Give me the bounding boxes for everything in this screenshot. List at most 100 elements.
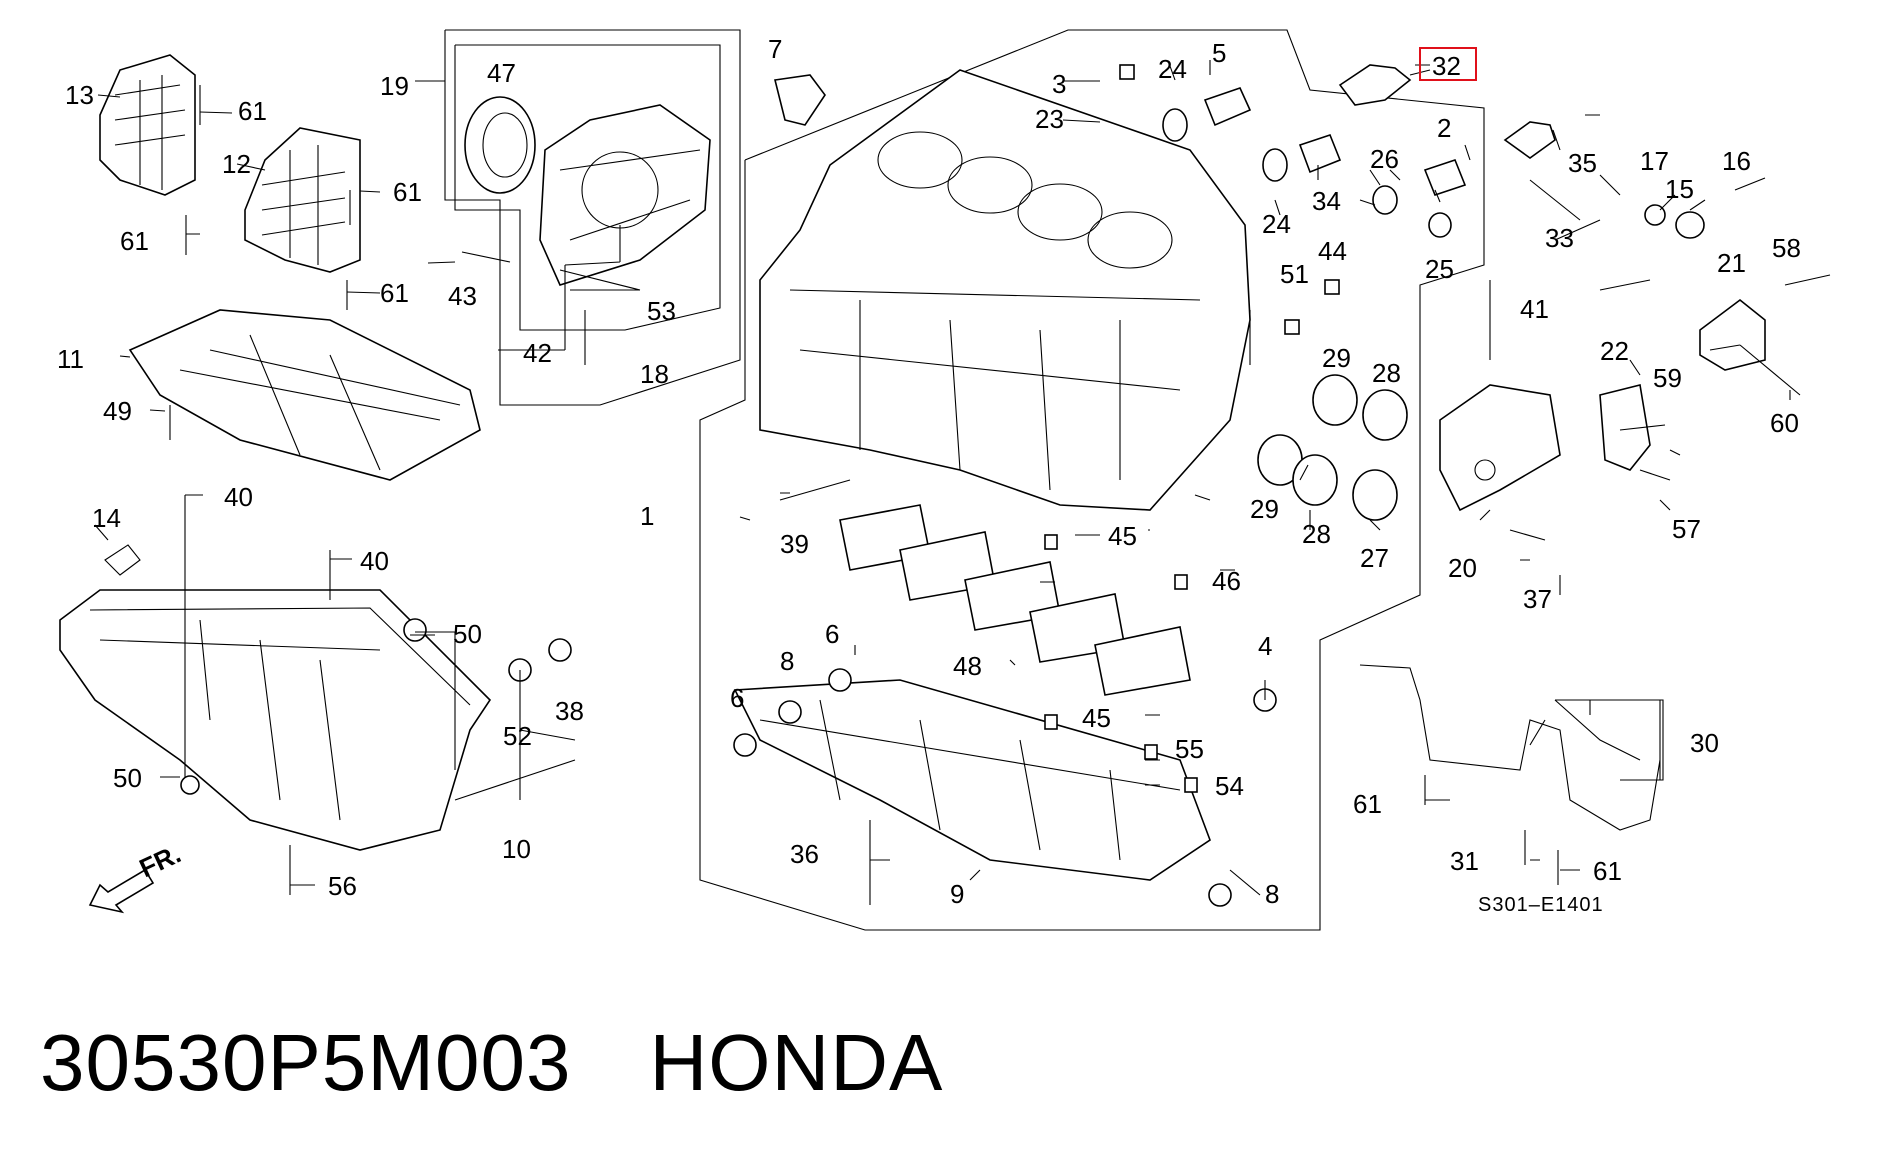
- mount-bracket-22: [1599, 384, 1651, 471]
- windage-tray-11: [128, 309, 481, 481]
- callout-3: 3: [1052, 69, 1066, 99]
- callout-8a: 8: [780, 646, 794, 676]
- callout-24b: 24: [1262, 209, 1291, 239]
- callout-54: 54: [1215, 771, 1244, 801]
- callout-40a: 40: [224, 482, 253, 512]
- callout-44: 44: [1318, 236, 1347, 266]
- callout-29a: 29: [1322, 343, 1351, 373]
- callout-18: 18: [640, 359, 669, 389]
- callout-14: 14: [92, 503, 121, 533]
- callout-39: 39: [780, 529, 809, 559]
- oil-seal-47: [464, 96, 536, 194]
- callout-46: 46: [1212, 566, 1241, 596]
- callout-6b: 6: [730, 683, 744, 713]
- mount-bracket-20: [1439, 384, 1561, 512]
- oil-pan-10: [59, 544, 492, 851]
- bearing-shells: [1257, 374, 1408, 521]
- callout-9: 9: [950, 879, 964, 909]
- callout-59: 59: [1653, 363, 1682, 393]
- callout-40b: 40: [360, 546, 389, 576]
- callout-8b: 8: [1265, 879, 1279, 909]
- callout-56: 56: [328, 871, 357, 901]
- callout-7: 7: [768, 34, 782, 64]
- callout-28b: 28: [1302, 519, 1331, 549]
- callout-29b: 29: [1250, 494, 1279, 524]
- callout-53: 53: [647, 296, 676, 326]
- callout-43: 43: [448, 281, 477, 311]
- callout-15: 15: [1665, 174, 1694, 204]
- callout-23: 23: [1035, 104, 1064, 134]
- brand-name: HONDA: [649, 1018, 944, 1107]
- callout-25: 25: [1425, 254, 1454, 284]
- callout-33: 33: [1545, 223, 1574, 253]
- bolts-and-studs: [169, 64, 1831, 907]
- callout-61d: 61: [380, 278, 409, 308]
- baffle-plate-12: [244, 127, 361, 273]
- oil-pressure-switch-32: [1338, 64, 1431, 106]
- callout-12: 12: [222, 149, 251, 179]
- callout-61e: 61: [1353, 789, 1382, 819]
- callout-31: 31: [1450, 846, 1479, 876]
- callout-5: 5: [1212, 38, 1226, 68]
- callout-16: 16: [1722, 146, 1751, 176]
- drawing-code: S301–E1401: [1478, 894, 1604, 916]
- callout-41: 41: [1520, 294, 1549, 324]
- callout-6a: 6: [825, 619, 839, 649]
- callout-38: 38: [555, 696, 584, 726]
- callout-61a: 61: [238, 96, 267, 126]
- callout-60: 60: [1770, 408, 1799, 438]
- callout-21: 21: [1717, 248, 1746, 278]
- callout-48: 48: [953, 651, 982, 681]
- callout-19: 19: [380, 71, 409, 101]
- main-bearing-caps: [839, 504, 1191, 696]
- callout-61f: 61: [1593, 856, 1622, 886]
- front-direction-arrow: FR.: [88, 838, 185, 914]
- callout-13: 13: [65, 80, 94, 110]
- callout-37: 37: [1523, 584, 1552, 614]
- callout-26: 26: [1370, 144, 1399, 174]
- callout-45b: 45: [1082, 703, 1111, 733]
- callout-22: 22: [1600, 336, 1629, 366]
- callout-49: 49: [103, 396, 132, 426]
- callout-50b: 50: [113, 763, 142, 793]
- mount-bracket-21: [1699, 298, 1766, 371]
- callout-35: 35: [1568, 148, 1597, 178]
- callout-24a: 24: [1158, 54, 1187, 84]
- callout-11: 11: [57, 344, 84, 374]
- callout-61b: 61: [120, 226, 149, 256]
- callout-58: 58: [1772, 233, 1801, 263]
- callout-30: 30: [1690, 728, 1719, 758]
- fitting-15-16-17: [1644, 177, 1766, 239]
- callout-55: 55: [1175, 734, 1204, 764]
- fitting-2-26-25: [1372, 159, 1467, 238]
- callout-34: 34: [1312, 186, 1341, 216]
- callout-2: 2: [1437, 113, 1451, 143]
- callout-32: 32: [1432, 51, 1461, 81]
- baffle-plate-13: [99, 54, 196, 196]
- cylinder-block: [759, 69, 1251, 511]
- sensor-33: [1503, 121, 1556, 159]
- callout-57: 57: [1672, 514, 1701, 544]
- callout-4: 4: [1258, 631, 1272, 661]
- leader-lines: [94, 60, 1791, 896]
- harness-bracket-30: [1359, 664, 1661, 831]
- callout-1: 1: [640, 501, 654, 531]
- callout-50a: 50: [453, 619, 482, 649]
- callout-51: 51: [1280, 259, 1309, 289]
- callout-28a: 28: [1372, 358, 1401, 388]
- callout-10: 10: [502, 834, 531, 864]
- fitting-24-5: [1162, 87, 1252, 142]
- callout-45a: 45: [1108, 521, 1137, 551]
- callout-47: 47: [487, 58, 516, 88]
- callout-52: 52: [503, 721, 532, 751]
- callout-42: 42: [523, 338, 552, 368]
- callout-17: 17: [1640, 146, 1669, 176]
- highlight-box-32: [1419, 47, 1477, 81]
- block-group-frame: [444, 29, 1485, 931]
- knock-sensor-7: [774, 74, 826, 126]
- callout-labels: 1 2 3 4 5 6 6 7 8 8 9 10 11 12 13 14 15 …: [57, 34, 1801, 909]
- oil-pump-53: [539, 104, 711, 286]
- part-number: 30530P5M003: [40, 1018, 572, 1107]
- callout-36: 36: [790, 839, 819, 869]
